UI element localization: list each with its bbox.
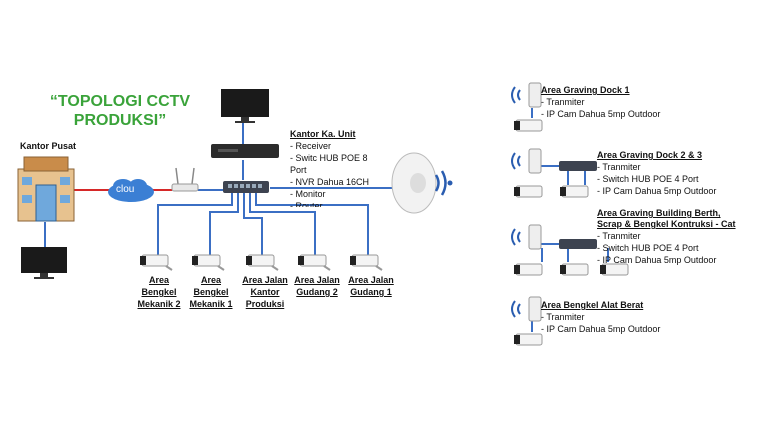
poe-switch-icon xyxy=(223,181,269,193)
site-building-berth: Area Graving Building Berth, Scrap & Ben… xyxy=(597,208,736,265)
cloud-icon xyxy=(108,179,154,202)
camera-icon xyxy=(140,254,173,271)
camera-icon xyxy=(514,119,543,132)
poe-switch-icon xyxy=(559,239,597,249)
cam3-line xyxy=(243,192,263,255)
title-line-1: “TOPOLOGI CCTV xyxy=(49,93,191,110)
kantor-unit-item: - NVR Dahua 16CH xyxy=(290,177,370,187)
camera-icon xyxy=(298,254,331,271)
camera-icon xyxy=(350,254,383,271)
cam2-line xyxy=(209,192,239,255)
transmitter-icon xyxy=(511,82,542,108)
transmitter-icon xyxy=(511,296,542,322)
pusat-monitor-icon xyxy=(21,247,67,279)
camera-icon xyxy=(514,263,543,276)
office-building-icon xyxy=(17,156,75,222)
nvr-icon xyxy=(211,144,279,158)
cam1-line xyxy=(157,192,233,255)
kantor-pusat-label: Kantor Pusat xyxy=(20,141,77,151)
kantor-unit-item: - Receiver xyxy=(290,141,332,151)
camera-icon xyxy=(514,333,543,346)
poe-switch-icon xyxy=(559,161,597,171)
title-line-2: PRODUKSI” xyxy=(73,112,167,129)
camera-icon xyxy=(600,263,629,276)
site-graving-dock-1: Area Graving Dock 1 - Tranmiter - IP Cam… xyxy=(541,85,661,119)
kantor-unit-item: Port xyxy=(290,165,307,175)
site-bengkel-alat-berat: Area Bengkel Alat Berat - Tranmiter - IP… xyxy=(541,300,661,334)
kantor-unit-heading: Kantor Ka. Unit xyxy=(290,129,356,139)
camera-icon xyxy=(560,185,589,198)
kantor-unit-item: - Switc HUB POE 8 xyxy=(290,153,368,163)
cloud-label: clou xyxy=(116,184,135,195)
transmitter-icon xyxy=(511,148,542,174)
camera-icon xyxy=(560,263,589,276)
kantor-unit-block: Kantor Ka. Unit - Receiver - Switc HUB P… xyxy=(290,129,369,207)
site-graving-dock-2-3: Area Graving Dock 2 & 3 - Tranmiter - Sw… xyxy=(597,150,717,196)
camera-icon xyxy=(192,254,225,271)
dish-antenna-icon xyxy=(391,152,453,214)
cam4-line xyxy=(249,192,316,255)
kantor-unit-item: - Monitor xyxy=(290,189,326,199)
diagram-title: “TOPOLOGI CCTV PRODUKSI” xyxy=(40,92,200,130)
camera-icon xyxy=(246,254,279,271)
router-icon xyxy=(171,167,199,192)
monitor-icon xyxy=(221,89,269,123)
kantor-unit-item: - Router xyxy=(290,201,323,207)
cam5-line xyxy=(255,192,369,255)
camera-icon xyxy=(514,185,543,198)
transmitter-icon xyxy=(511,224,542,250)
